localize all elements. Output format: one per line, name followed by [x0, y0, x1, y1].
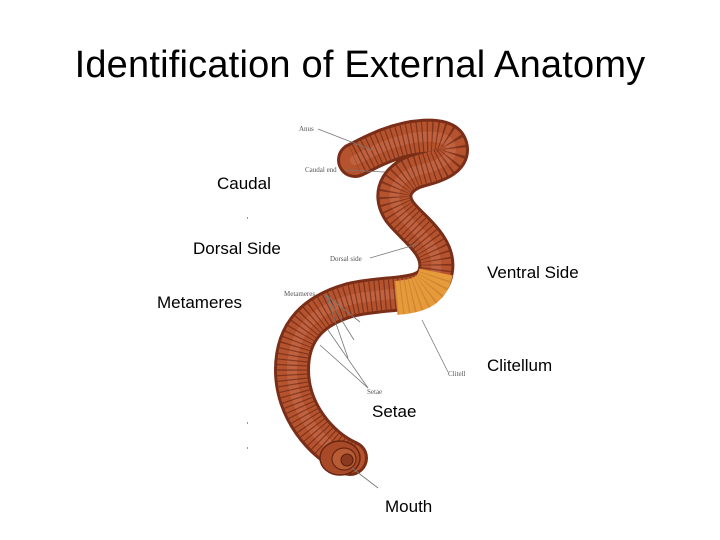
- figure-label-anus: Anus: [299, 125, 314, 133]
- stray-marks: [247, 217, 248, 449]
- figure-label-setae: Setae: [367, 388, 383, 396]
- label-mouth: Mouth: [385, 497, 433, 516]
- leader-line-dorsal-side: [369, 243, 419, 259]
- leader-line-metameres-1: [325, 294, 361, 323]
- clitellum-band: [394, 267, 453, 315]
- label-setae: Setae: [372, 402, 417, 421]
- worm-head: [319, 440, 361, 476]
- leader-line-clitellum: [421, 319, 449, 373]
- leader-line-metameres-3: [325, 294, 349, 359]
- figure-label-clitell: Clitell: [448, 370, 466, 378]
- label-metameres: Metameres: [157, 293, 243, 312]
- leader-line-caudal-end: [344, 169, 386, 173]
- figure-label-caudal-end: Caudal end: [305, 166, 337, 174]
- figure-label-dorsal-side: Dorsal side: [330, 255, 362, 263]
- figure-label-metameres: Metameres: [284, 290, 316, 298]
- leader-line-setae-1: [327, 329, 369, 389]
- label-ventral-side: Ventral Side: [487, 263, 579, 282]
- leader-line-anus: [317, 128, 373, 151]
- leader-line-mouth: [351, 467, 379, 489]
- leader-line-setae-2: [319, 344, 369, 389]
- worm-body: [273, 118, 469, 476]
- leader-lines: [317, 128, 449, 489]
- label-caudal: Caudal: [217, 174, 271, 193]
- label-dorsal-side: Dorsal Side: [193, 239, 281, 258]
- label-clitellum: Clitellum: [487, 356, 553, 375]
- slide-title: Identification of External Anatomy: [74, 44, 646, 86]
- leader-line-metameres-2: [325, 294, 355, 341]
